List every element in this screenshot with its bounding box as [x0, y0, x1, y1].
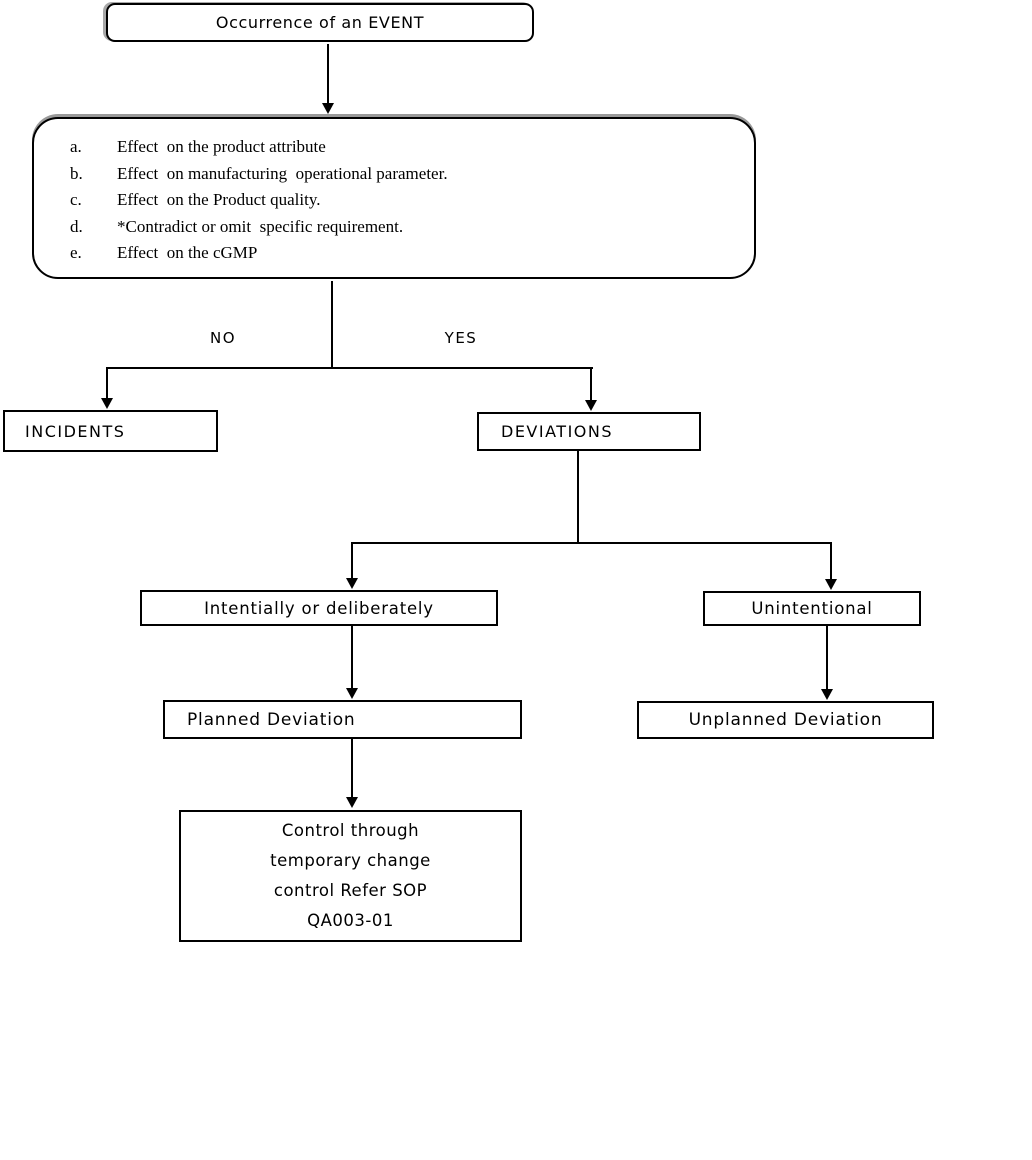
criteria-text: Effect on the product attribute: [117, 137, 326, 156]
control-node-line: Control through: [281, 821, 420, 840]
unplanned-deviation-node: Unplanned Deviation: [637, 701, 934, 739]
control-node-line: control Refer SOP: [273, 881, 428, 900]
intentional-node-label: Intentially or deliberately: [204, 598, 434, 618]
planned-deviation-node: Planned Deviation: [163, 700, 522, 739]
arrowhead-planned-icon: [346, 688, 358, 699]
branch-label-yes: YES: [444, 329, 478, 347]
criteria-text: *Contradict or omit specific requirement…: [117, 216, 404, 236]
split-bar-deviation-type: [352, 542, 832, 544]
control-node-line: temporary change: [270, 851, 431, 870]
criteria-marker: c.: [70, 190, 82, 209]
criteria-text: Effect on manufacturing operational para…: [117, 163, 448, 183]
connector-split-to-incidents: [106, 367, 108, 400]
criteria-marker: a.: [70, 137, 82, 156]
connector-split-to-unintentional: [830, 542, 832, 579]
criteria-item-a: a. Effect on the product attribute: [70, 134, 736, 161]
criteria-node: a. Effect on the product attribute b. Ef…: [32, 117, 756, 279]
unintentional-node-label: Unintentional: [751, 599, 873, 618]
start-node: Occurrence of an EVENT: [106, 3, 534, 42]
connector-split-to-intentional: [351, 542, 353, 578]
criteria-marker: e.: [70, 243, 82, 262]
unintentional-node: Unintentional: [703, 591, 921, 626]
deviations-node: DEVIATIONS: [477, 412, 701, 451]
arrowhead-unplanned-icon: [821, 689, 833, 700]
connector-criteria-to-split: [331, 281, 333, 368]
connector-planned-to-control: [351, 739, 353, 797]
criteria-marker: d.: [70, 216, 83, 236]
connector-split-to-deviations: [590, 367, 592, 401]
arrowhead-deviations-icon: [585, 400, 597, 411]
unplanned-deviation-label: Unplanned Deviation: [688, 710, 883, 730]
arrowhead-control-icon: [346, 797, 358, 808]
criteria-item-e: e. Effect on the cGMP: [70, 240, 736, 267]
incidents-node-label: INCIDENTS: [25, 421, 126, 441]
branch-label-no: NO: [209, 329, 237, 347]
planned-deviation-label: Planned Deviation: [187, 709, 356, 730]
connector-deviations-to-split: [577, 451, 579, 543]
connector-intentional-to-planned: [351, 626, 353, 689]
start-node-label: Occurrence of an EVENT: [215, 13, 425, 32]
criteria-text: Effect on the cGMP: [117, 243, 258, 262]
arrowhead-intentional-icon: [346, 578, 358, 589]
control-node: Control through temporary change control…: [179, 810, 522, 942]
criteria-item-d: d. *Contradict or omit specific requirem…: [70, 214, 736, 241]
criteria-item-c: c. Effect on the Product quality.: [70, 187, 736, 214]
split-bar-no-yes: [106, 367, 593, 369]
connector-start-to-criteria: [327, 44, 329, 103]
connector-unintentional-to-unplanned: [826, 626, 828, 689]
intentional-node: Intentially or deliberately: [140, 590, 498, 626]
criteria-item-b: b. Effect on manufacturing operational p…: [70, 161, 736, 188]
deviations-node-label: DEVIATIONS: [501, 422, 614, 441]
incidents-node: INCIDENTS: [3, 410, 218, 452]
arrowhead-incidents-icon: [101, 398, 113, 409]
arrowhead-unintentional-icon: [825, 579, 837, 590]
arrowhead-criteria-icon: [322, 103, 334, 114]
control-node-line: QA003-01: [307, 911, 394, 930]
criteria-marker: b.: [70, 163, 83, 183]
criteria-text: Effect on the Product quality.: [117, 190, 321, 209]
